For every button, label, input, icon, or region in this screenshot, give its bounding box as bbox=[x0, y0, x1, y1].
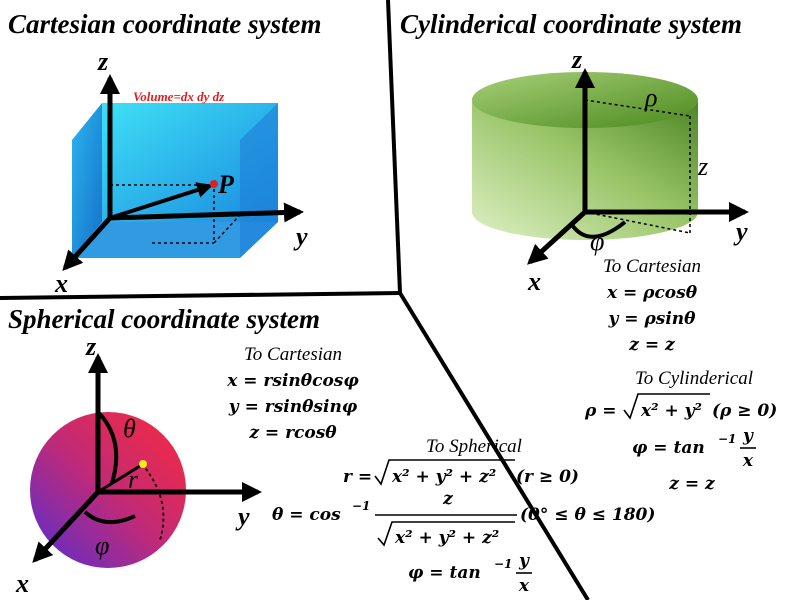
cartesian-point-dot bbox=[210, 180, 218, 188]
spherical-x-label: x bbox=[15, 569, 29, 598]
cylindrical-z-label: z bbox=[571, 45, 583, 74]
spherical-theta-label: θ bbox=[123, 414, 136, 443]
to-sph-r-sqrt bbox=[374, 459, 515, 486]
to-sph-phi-lhs: φ = tan bbox=[408, 563, 481, 583]
to-sph-theta-cond: (0° ≤ θ ≤ 180) bbox=[520, 505, 655, 525]
to-sph-theta-exp: −1 bbox=[352, 499, 370, 513]
cartesian-axes bbox=[62, 74, 304, 271]
cylindrical-to-cartesian: To Cartesian x = ρcosθ y = ρsinθ z = z bbox=[603, 256, 701, 355]
to-sph-theta-lhs: θ = cos bbox=[272, 505, 341, 525]
spherical-phi-label: φ bbox=[95, 531, 109, 560]
cylindrical-y-label: y bbox=[733, 217, 748, 246]
to-cyl-z-eq: z = z bbox=[668, 474, 715, 494]
spherical-title: Spherical coordinate system bbox=[8, 304, 320, 334]
cartesian-z-label: z bbox=[97, 47, 109, 76]
to-sph-heading: To Spherical bbox=[426, 436, 522, 457]
cyl-to-cart-eq-z: z = z bbox=[628, 335, 675, 355]
cartesian-to-spherical: To Spherical r = x² + y² + z² (r ≥ 0) θ … bbox=[272, 436, 655, 596]
spherical-to-cartesian: To Cartesian x = rsinθcosφ y = rsinθsinφ… bbox=[226, 344, 359, 443]
to-cyl-phi-num: y bbox=[742, 426, 754, 446]
sph-to-cart-eq-x: x = rsinθcosφ bbox=[226, 371, 359, 391]
to-sph-phi-num: y bbox=[518, 551, 530, 571]
cylindrical-x-label: x bbox=[527, 267, 541, 296]
sph-to-cart-eq-y: y = rsinθsinφ bbox=[228, 397, 358, 417]
cylindrical-height-label: z bbox=[697, 152, 708, 181]
to-sph-theta-num: z bbox=[442, 489, 453, 509]
to-cyl-rho-radicand: x² + y² bbox=[640, 401, 702, 421]
to-cyl-rho-lhs: ρ = bbox=[584, 401, 616, 421]
to-sph-theta-den: x² + y² + z² bbox=[394, 528, 499, 548]
sphere-dashed-lines bbox=[141, 463, 165, 541]
to-sph-r-lhs: r = bbox=[343, 467, 372, 487]
to-cyl-rho-sqrt bbox=[623, 393, 710, 420]
cartesian-box bbox=[72, 103, 278, 258]
cylindrical-title: Cylinderical coordinate system bbox=[400, 9, 742, 39]
to-sph-phi-exp: −1 bbox=[494, 557, 512, 571]
cartesian-point-label: P bbox=[217, 170, 235, 199]
sph-to-cart-heading: To Cartesian bbox=[244, 344, 342, 365]
spherical-axes bbox=[32, 353, 262, 563]
cartesian-title: Cartesian coordinate system bbox=[8, 9, 322, 39]
cylindrical-axes bbox=[527, 68, 749, 265]
cyl-to-cart-eq-x: x = ρcosθ bbox=[606, 283, 698, 303]
spherical-z-label: z bbox=[85, 332, 97, 361]
to-cyl-rho-cond: (ρ ≥ 0) bbox=[712, 401, 777, 421]
to-cyl-phi-exp: −1 bbox=[718, 432, 736, 446]
to-cyl-phi-den: x bbox=[742, 451, 754, 471]
cylindrical-phi-label: φ bbox=[590, 227, 604, 256]
to-cyl-phi-lhs: φ = tan bbox=[632, 438, 705, 458]
to-sph-r-radicand: x² + y² + z² bbox=[391, 467, 496, 487]
section-dividers bbox=[0, 0, 590, 600]
spherical-to-cylindrical: To Cylinderical ρ = x² + y² (ρ ≥ 0) φ = … bbox=[584, 368, 777, 494]
cyl-to-cart-heading: To Cartesian bbox=[603, 256, 701, 277]
cylindrical-rho-label: ρ bbox=[644, 83, 657, 112]
spherical-y-label: y bbox=[235, 502, 250, 531]
sph-to-cart-eq-z: z = rcosθ bbox=[248, 423, 337, 443]
to-sph-theta-sqrt bbox=[377, 521, 515, 547]
sphere-point-dot bbox=[139, 460, 147, 468]
to-sph-r-cond: (r ≥ 0) bbox=[516, 467, 579, 487]
to-sph-phi-den: x bbox=[518, 576, 530, 596]
to-cyl-heading: To Cylinderical bbox=[635, 368, 753, 389]
cartesian-y-label: y bbox=[293, 222, 308, 251]
spherical-r-label: r bbox=[128, 465, 139, 494]
cartesian-volume-label: Volume=dx dy dz bbox=[133, 89, 225, 104]
cyl-to-cart-eq-y: y = ρsinθ bbox=[608, 309, 697, 329]
cartesian-x-label: x bbox=[54, 269, 68, 298]
